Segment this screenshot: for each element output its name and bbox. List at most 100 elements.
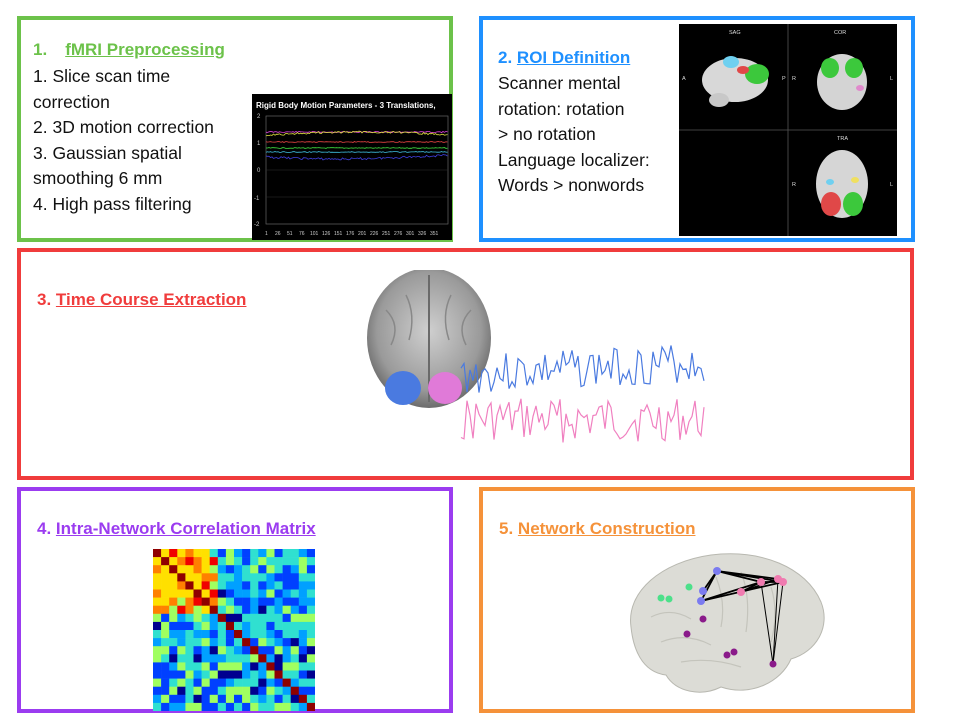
motion-parameters-plot: Rigid Body Motion Parameters - 3 Transla… bbox=[252, 94, 452, 240]
matrix-cell bbox=[209, 646, 219, 655]
matrix-cell bbox=[201, 565, 210, 574]
matrix-cell bbox=[242, 621, 251, 631]
matrix-cell bbox=[225, 605, 235, 615]
matrix-cell bbox=[266, 638, 275, 647]
matrix-cell bbox=[185, 581, 194, 590]
matrix-cell bbox=[242, 557, 251, 566]
panel-correlation-matrix: 4. Intra-Network Correlation Matrix bbox=[17, 487, 453, 713]
matrix-cell bbox=[177, 654, 186, 663]
matrix-cell bbox=[266, 597, 275, 606]
matrix-cell bbox=[161, 565, 170, 574]
matrix-cell bbox=[242, 694, 251, 704]
matrix-cell bbox=[193, 670, 202, 679]
matrix-cell bbox=[169, 557, 178, 566]
matrix-cell bbox=[225, 654, 235, 663]
matrix-cell bbox=[282, 638, 291, 647]
matrix-cell bbox=[193, 678, 202, 687]
matrix-cell bbox=[274, 557, 283, 566]
matrix-cell bbox=[306, 686, 315, 696]
matrix-cell bbox=[161, 694, 170, 704]
matrix-cell bbox=[185, 565, 194, 574]
matrix-cell bbox=[266, 613, 275, 623]
matrix-cell bbox=[290, 678, 300, 687]
matrix-cell bbox=[209, 573, 219, 582]
matrix-cell bbox=[250, 694, 259, 704]
network-node bbox=[697, 597, 705, 605]
matrix-cell bbox=[234, 678, 243, 687]
matrix-cell bbox=[298, 613, 308, 623]
panel-3-title: Time Course Extraction bbox=[55, 290, 247, 309]
x-tick: 26 bbox=[275, 231, 281, 237]
matrix-cell bbox=[209, 589, 219, 598]
matrix-cell bbox=[250, 702, 259, 711]
network-node bbox=[779, 578, 787, 586]
matrix-cell bbox=[266, 654, 275, 663]
matrix-cell bbox=[217, 670, 227, 679]
matrix-cell bbox=[153, 557, 162, 566]
matrix-cell bbox=[201, 694, 210, 704]
x-tick: 101 bbox=[310, 231, 319, 237]
matrix-cell bbox=[282, 702, 291, 711]
matrix-cell bbox=[274, 646, 283, 655]
matrix-cell bbox=[185, 573, 194, 582]
panel-4-number: 4. bbox=[37, 519, 52, 538]
matrix-cell bbox=[177, 662, 186, 671]
matrix-cell bbox=[161, 557, 170, 566]
matrix-cell bbox=[274, 662, 283, 671]
matrix-cell bbox=[169, 581, 178, 590]
matrix-cell bbox=[185, 605, 194, 615]
matrix-cell bbox=[161, 605, 170, 615]
matrix-cell bbox=[282, 573, 291, 582]
matrix-cell bbox=[185, 646, 194, 655]
matrix-cell bbox=[225, 557, 235, 566]
matrix-cell bbox=[193, 662, 202, 671]
step-line: smoothing 6 mm bbox=[33, 168, 163, 188]
matrix-cell bbox=[298, 597, 308, 606]
matrix-cell bbox=[266, 549, 275, 558]
matrix-cell bbox=[185, 630, 194, 639]
matrix-cell bbox=[274, 565, 283, 574]
x-tick: 51 bbox=[287, 231, 293, 237]
matrix-cell bbox=[153, 565, 162, 574]
step-line: 4. High pass filtering bbox=[33, 193, 192, 214]
matrix-cell bbox=[258, 549, 267, 558]
matrix-cell bbox=[209, 565, 219, 574]
motion-trace bbox=[265, 141, 448, 143]
matrix-cell bbox=[201, 702, 210, 711]
matrix-cell bbox=[234, 557, 243, 566]
matrix-cell bbox=[153, 662, 162, 671]
matrix-cell bbox=[153, 638, 162, 647]
matrix-cell bbox=[274, 702, 283, 711]
matrix-cell bbox=[201, 597, 210, 606]
panel-roi-definition: 2. ROI Definition Scanner mental rotatio… bbox=[479, 16, 915, 242]
matrix-cell bbox=[169, 638, 178, 647]
panel-5-title: Network Construction bbox=[517, 519, 696, 538]
matrix-cell bbox=[201, 573, 210, 582]
matrix-cell bbox=[217, 654, 227, 663]
matrix-cell bbox=[298, 686, 308, 696]
step-line: 1. Slice scan time bbox=[33, 66, 171, 86]
x-tick: 201 bbox=[358, 231, 367, 237]
matrix-cell bbox=[306, 678, 315, 687]
matrix-cell bbox=[161, 670, 170, 679]
matrix-cell bbox=[234, 565, 243, 574]
matrix-cell bbox=[266, 589, 275, 598]
matrix-cell bbox=[185, 694, 194, 704]
matrix-cell bbox=[250, 597, 259, 606]
matrix-cell bbox=[274, 621, 283, 631]
matrix-cell bbox=[306, 621, 315, 631]
correlation-matrix bbox=[153, 549, 315, 711]
network-node bbox=[757, 578, 765, 586]
matrix-cell bbox=[250, 549, 259, 558]
matrix-cell bbox=[242, 613, 251, 623]
matrix-cell bbox=[290, 589, 300, 598]
matrix-cell bbox=[153, 613, 162, 623]
matrix-cell bbox=[153, 686, 162, 696]
matrix-cell bbox=[290, 573, 300, 582]
matrix-cell bbox=[258, 581, 267, 590]
network-node bbox=[657, 594, 665, 602]
matrix-cell bbox=[177, 605, 186, 615]
matrix-cell bbox=[161, 613, 170, 623]
matrix-cell bbox=[193, 702, 202, 711]
matrix-cell bbox=[161, 678, 170, 687]
